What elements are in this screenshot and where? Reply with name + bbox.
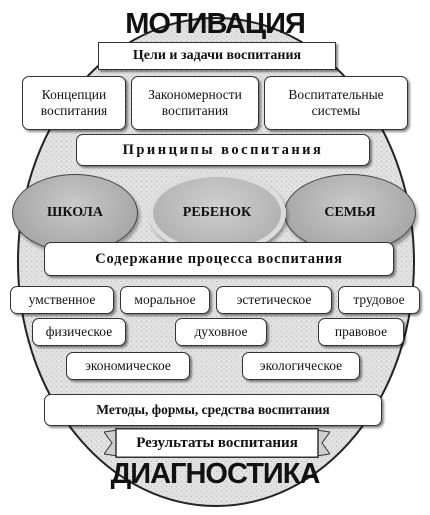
type-spiritual: духовное — [175, 318, 267, 346]
type-aesthetic: эстетическое — [216, 286, 332, 314]
type-ecological: экологическое — [242, 352, 360, 380]
content-box: Содержание процесса воспитания — [44, 242, 394, 276]
diagnostics-heading: ДИАГНОСТИКА — [110, 458, 321, 490]
type-legal: правовое — [318, 318, 404, 346]
methods-box: Методы, формы, средства воспитания — [44, 394, 382, 426]
principles-box: Принципы воспитания — [76, 134, 370, 166]
systems-box: Воспитательные системы — [264, 76, 408, 130]
goals-box: Цели и задачи воспитания — [98, 42, 336, 70]
type-mental: умственное — [10, 286, 114, 314]
child-oval: РЕБЕНОК — [148, 172, 286, 254]
school-oval: ШКОЛА — [12, 174, 138, 252]
type-labor: трудовое — [338, 286, 420, 314]
laws-box: Закономерности воспитания — [131, 76, 259, 130]
motivation-heading: МОТИВАЦИЯ — [125, 8, 306, 40]
type-economic: экономическое — [66, 352, 190, 380]
type-physical: физическое — [32, 318, 126, 346]
family-oval: СЕМЬЯ — [284, 174, 416, 252]
results-ribbon — [104, 428, 330, 458]
results-label: Результаты воспитания — [136, 434, 298, 451]
type-moral: моральное — [120, 286, 210, 314]
concepts-box: Концепции воспитания — [22, 76, 126, 130]
